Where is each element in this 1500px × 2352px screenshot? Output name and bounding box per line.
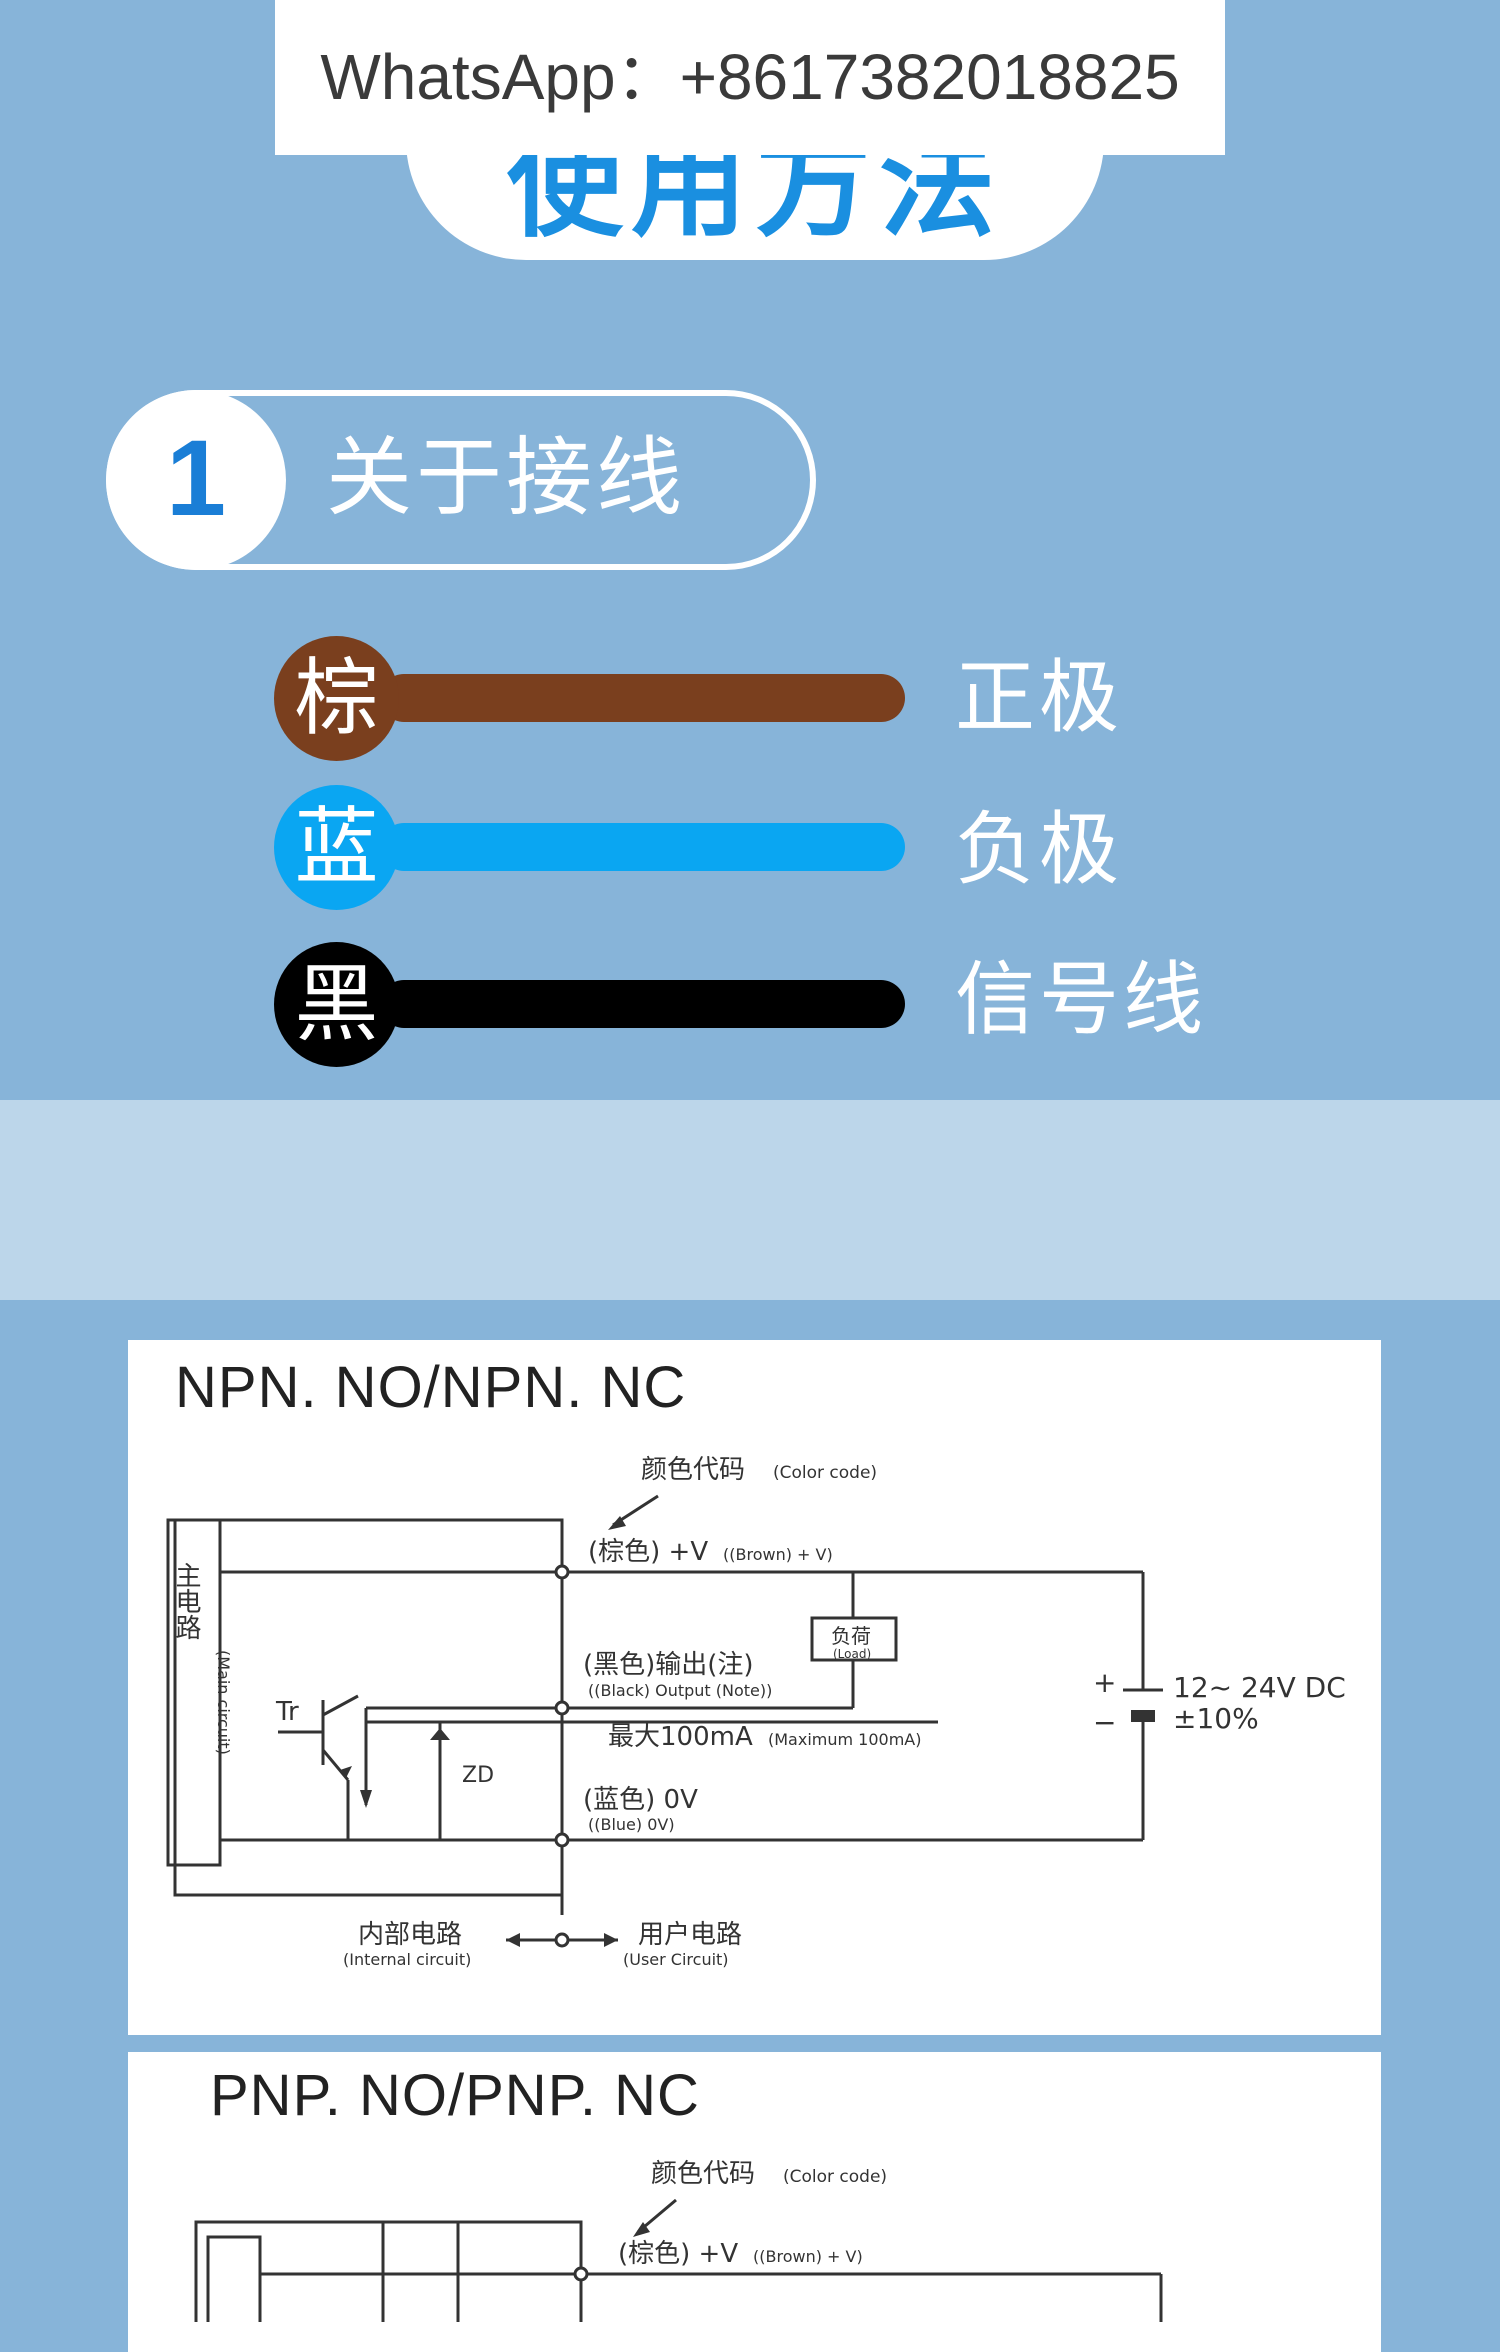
npn-internal-outline xyxy=(173,1518,564,1897)
npn-color-code-en: (Color code) xyxy=(773,1463,877,1483)
npn-color-code: 颜色代码 xyxy=(641,1455,745,1485)
npn-current-arrow xyxy=(364,1720,938,1805)
watermark-box xyxy=(275,0,1225,155)
npn-blue-label: (蓝色) 0V xyxy=(583,1785,698,1815)
wire-bar-black xyxy=(380,980,905,1028)
npn-black-label: (黑色)输出(注) xyxy=(583,1650,754,1680)
npn-supply-label: 12~ 24V DC xyxy=(1173,1671,1346,1704)
npn-minus: − xyxy=(1093,1706,1116,1739)
npn-load-label: 负荷 xyxy=(831,1624,871,1648)
npn-title: NPN. NO/NPN. NC xyxy=(175,1355,687,1420)
npn-user-label-en: (User Circuit) xyxy=(623,1950,729,1969)
npn-wiring-diagram: 颜色代码 (Color code) (棕色) +V ((Brown) + V) … xyxy=(166,1455,1346,1969)
npn-panel xyxy=(128,1340,1381,2035)
npn-main-label: 主电路 xyxy=(171,1562,201,1640)
wire-char-blue: 蓝 xyxy=(294,798,379,896)
npn-load-label-en: (Load) xyxy=(833,1647,871,1661)
pnp-color-code: 颜色代码 xyxy=(651,2159,755,2189)
npn-blue-label-en: ((Blue) 0V) xyxy=(588,1815,675,1834)
wire-bar-brown xyxy=(380,674,905,722)
wire-dot-blue xyxy=(274,785,399,910)
whatsapp-watermark: WhatsApp：+8617382018825 xyxy=(320,41,1180,113)
npn-max-label-en: (Maximum 100mA) xyxy=(768,1730,921,1749)
wire-label-blue: 负极 xyxy=(955,803,1123,896)
npn-zd-label: ZD xyxy=(462,1763,494,1788)
pnp-brown-label: (棕色) +V xyxy=(618,2239,738,2269)
wire-dot-black xyxy=(274,942,399,1067)
npn-tr-label: Tr xyxy=(275,1697,299,1727)
step-number: 1 xyxy=(165,417,227,538)
npn-brown-label: (棕色) +V xyxy=(588,1537,708,1567)
wire-bar-blue xyxy=(380,823,905,871)
npn-internal-label: 内部电路 xyxy=(358,1920,462,1950)
wire-label-black: 信号线 xyxy=(955,953,1207,1046)
pnp-main-circuit-box xyxy=(206,2235,262,2322)
npn-max-label: 最大100mA xyxy=(608,1722,753,1752)
npn-main-label-en: (Main circuit) xyxy=(214,1650,233,1755)
pnp-wiring-diagram: 颜色代码 (Color code) (棕色) +V ((Brown) + V) xyxy=(194,2159,1163,2322)
npn-black-label-en: ((Black) Output (Note)) xyxy=(588,1681,772,1700)
wire-label-brown: 正极 xyxy=(955,651,1123,744)
pnp-title: PNP. NO/PNP. NC xyxy=(210,2063,700,2128)
wire-char-brown: 棕 xyxy=(294,649,379,747)
npn-user-label: 用户电路 xyxy=(638,1920,742,1950)
wire-char-black: 黑 xyxy=(294,955,379,1053)
npn-brown-label-en: ((Brown) + V) xyxy=(723,1545,833,1564)
step-label: 关于接线 xyxy=(326,428,686,528)
divider-band xyxy=(0,1100,1500,1300)
npn-plus: + xyxy=(1093,1666,1116,1699)
wire-dot-brown xyxy=(274,636,399,761)
npn-tolerance-label: ±10% xyxy=(1173,1702,1259,1735)
pnp-panel xyxy=(128,2052,1381,2352)
pnp-color-code-en: (Color code) xyxy=(783,2167,887,2187)
npn-internal-label-en: (Internal circuit) xyxy=(343,1950,471,1969)
step-number-circle xyxy=(106,390,286,570)
pnp-brown-label-en: ((Brown) + V) xyxy=(753,2247,863,2266)
